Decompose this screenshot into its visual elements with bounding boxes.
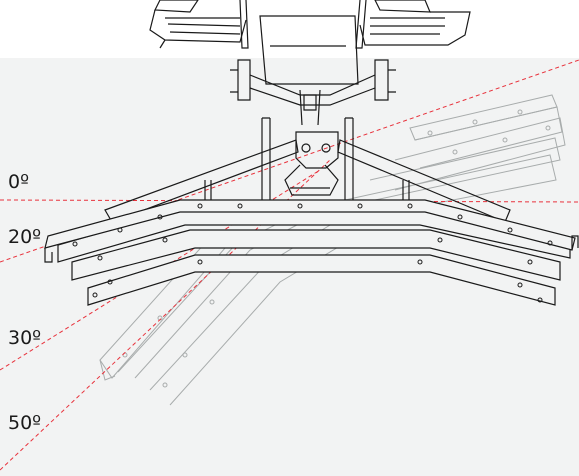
guide-50 — [0, 159, 331, 471]
angle-label-20: 20º — [8, 226, 42, 248]
tractor — [104, 0, 511, 223]
blade-layer-4 — [87, 254, 556, 306]
blade-top-edge — [44, 199, 576, 251]
blade-holes — [72, 203, 553, 303]
angle-label-50: 50º — [8, 412, 42, 434]
blade-left-end — [44, 248, 53, 263]
guide-20 — [0, 59, 579, 263]
angle-label-0: 0º — [8, 171, 30, 193]
angle-label-30: 30º — [8, 327, 42, 349]
blade-layer-3 — [71, 229, 561, 281]
top-background — [0, 0, 579, 60]
blade-right-end — [571, 235, 579, 250]
ghost-blade-upper-right — [344, 94, 566, 221]
main-blade — [44, 199, 579, 306]
